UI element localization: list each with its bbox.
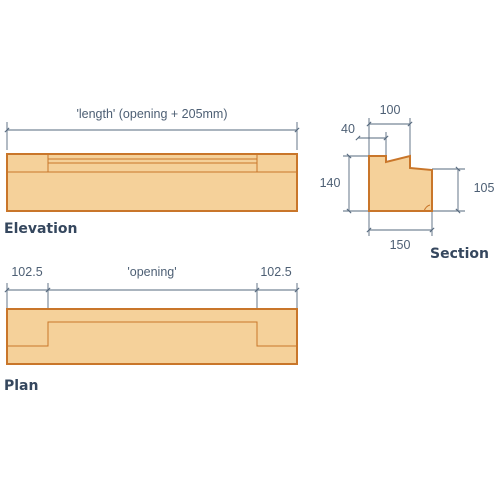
plan-view: 102.5 'opening' 102.5 Plan bbox=[4, 265, 300, 394]
plan-title: Plan bbox=[4, 378, 38, 394]
section-profile bbox=[368, 154, 433, 212]
length-label: 'length' (opening + 205mm) bbox=[76, 107, 227, 121]
section-rebate-dimension: 40 bbox=[341, 118, 389, 156]
section-right-dimension: 105 bbox=[432, 166, 495, 214]
section-top-dimension: 100 bbox=[366, 103, 413, 156]
plan-right-label: 102.5 bbox=[260, 265, 291, 279]
section-view: 100 40 140 105 150 bbox=[320, 103, 495, 262]
section-width-top-label: 100 bbox=[380, 103, 401, 117]
section-height-right-label: 105 bbox=[474, 181, 495, 195]
section-height-left-label: 140 bbox=[320, 176, 341, 190]
length-dimension: 'length' (opening + 205mm) bbox=[4, 107, 300, 150]
section-title: Section bbox=[430, 246, 489, 262]
plan-left-label: 102.5 bbox=[11, 265, 42, 279]
section-width-bottom-label: 150 bbox=[390, 238, 411, 252]
plan-opening-label: 'opening' bbox=[127, 265, 176, 279]
section-bottom-dimension: 150 bbox=[366, 211, 435, 252]
section-rebate-label: 40 bbox=[341, 122, 355, 136]
elevation-lintel bbox=[6, 153, 298, 212]
plan-dimensions: 102.5 'opening' 102.5 bbox=[4, 265, 300, 322]
section-left-dimension: 140 bbox=[320, 153, 369, 214]
plan-lintel bbox=[6, 308, 298, 365]
elevation-view: 'length' (opening + 205mm) Elevation bbox=[4, 107, 300, 237]
elevation-title: Elevation bbox=[4, 221, 78, 237]
